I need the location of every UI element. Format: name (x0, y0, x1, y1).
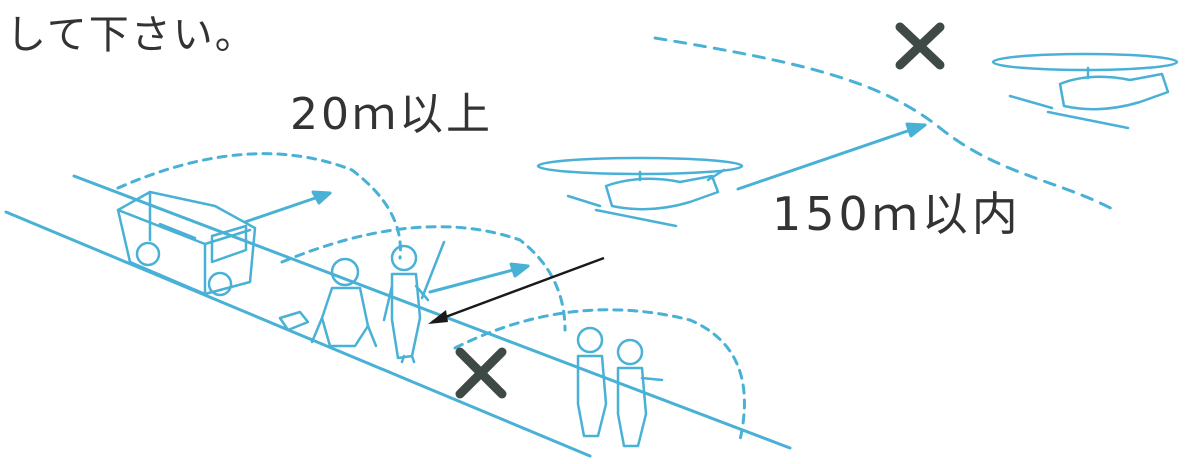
cross-mark-icon (900, 27, 940, 65)
helicopter-illustration-near (538, 158, 742, 226)
arrow-operator (430, 264, 528, 292)
distance-label: 20ｍ以上 (290, 78, 493, 142)
road-edge-lower (6, 212, 590, 456)
cross-mark-icon (460, 352, 502, 394)
range-label: 150ｍ以内 (772, 178, 1022, 244)
observers-illustration (578, 328, 662, 446)
road-edge-upper (74, 176, 790, 448)
radius-arc-vehicle (118, 154, 400, 258)
operator-illustration (384, 242, 444, 362)
van-illustration (118, 192, 255, 295)
caption-fragment: して下さい。 (6, 2, 257, 60)
arrow-vehicle (245, 192, 330, 222)
helicopter-illustration-far (993, 54, 1177, 128)
